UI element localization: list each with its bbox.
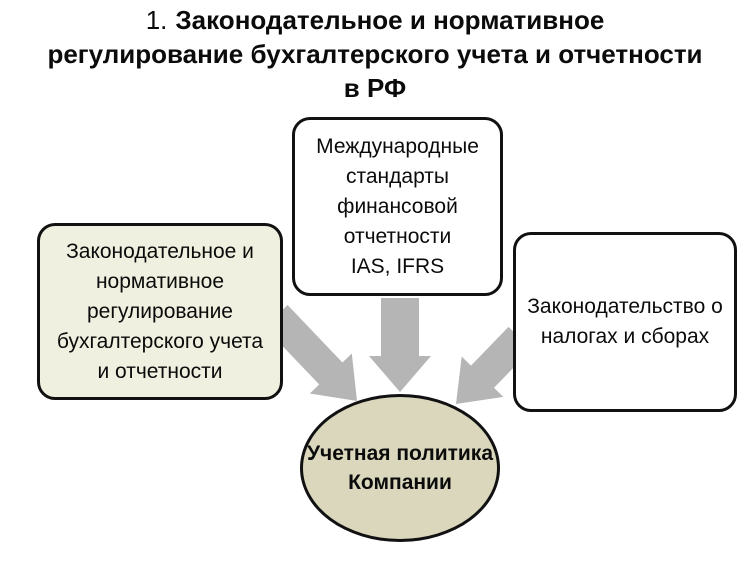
title-line-2: регулирование бухгалтерского учета и отч…: [47, 39, 703, 69]
title-line-1: 1.Законодательное и нормативное: [0, 3, 750, 37]
ellipse-accounting-policy-text: Учетная политика Компании: [306, 442, 494, 494]
arrow-center-box-to-ellipse: [369, 298, 431, 392]
box-ifrs-standards-text: Международные стандарты финансовой отчет…: [316, 134, 479, 278]
box-accounting-regulation: Законодательное и нормативное регулирова…: [37, 223, 283, 400]
arrow-right-box-to-ellipse: [456, 326, 532, 404]
page-title: 1.Законодательное и нормативное регулиро…: [0, 3, 750, 105]
box-tax-legislation: Законодательство о налогах и сборах: [513, 232, 737, 412]
ellipse-accounting-policy: Учетная политика Компании: [300, 394, 500, 542]
box-tax-legislation-text: Законодательство о налогах и сборах: [527, 295, 723, 348]
arrow-left-box-to-ellipse: [264, 305, 357, 401]
title-line-1-text: Законодательное и нормативное: [175, 5, 605, 35]
box-ifrs-standards: Международные стандарты финансовой отчет…: [292, 117, 503, 296]
title-line-3: в РФ: [343, 73, 407, 103]
title-number: 1.: [145, 5, 168, 35]
box-accounting-regulation-text: Законодательное и нормативное регулирова…: [56, 239, 264, 383]
